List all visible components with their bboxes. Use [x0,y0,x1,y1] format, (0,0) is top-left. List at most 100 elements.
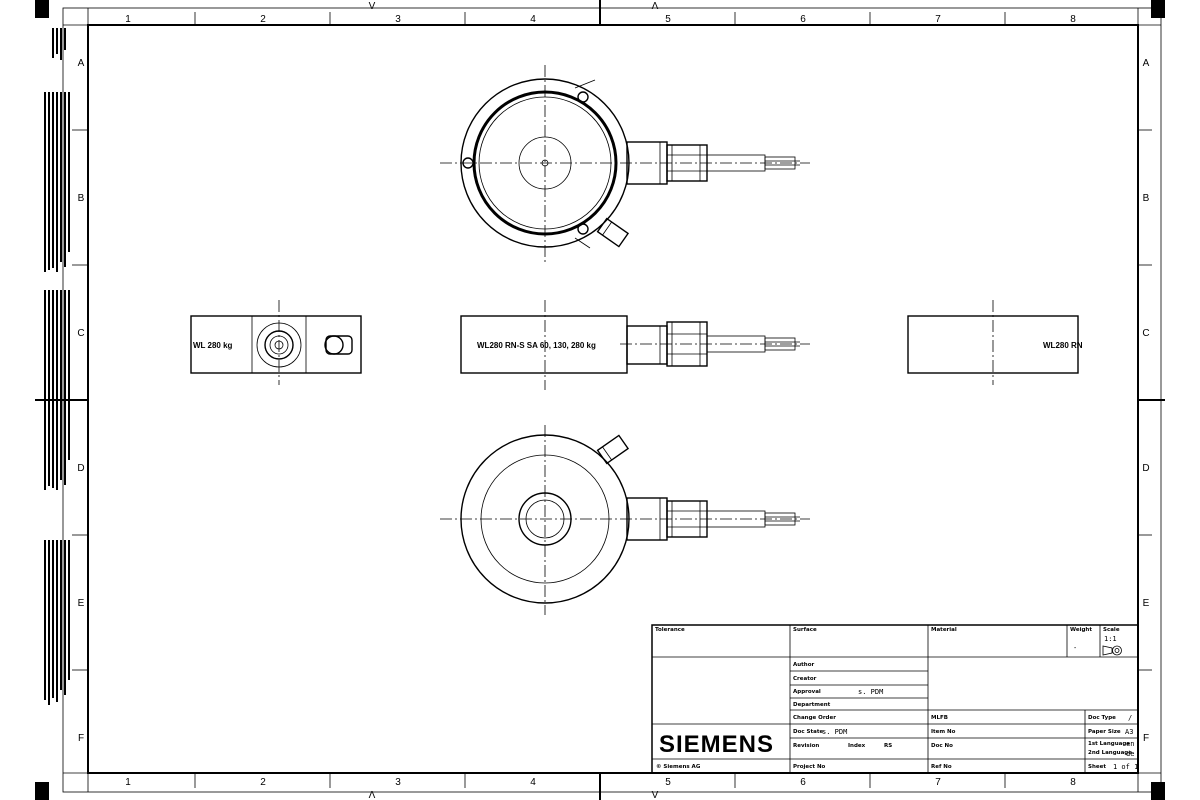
lang1-value: en [1126,740,1134,748]
col-number-top: 8 [1070,14,1076,25]
item-no-label: Item No [931,729,956,735]
scale-value: 1:1 [1104,635,1117,643]
row-letter-left: B [78,193,85,204]
top-view-bolt-left [462,157,474,169]
front-view-engraving: WL280 RN-S SA 60, 130, 280 kg [477,341,596,350]
doc-no-label: Doc No [931,743,953,749]
title-block [651,624,1139,774]
mlfb-label: MLFB [931,715,948,721]
col-number-top: 6 [800,14,806,25]
front-view: WL280 RN-S SA 60, 130, 280 kg [460,300,810,390]
paper-size-value: A3 [1125,728,1133,736]
center-letter-bottom-left: Λ [369,790,376,800]
col-number-top: 4 [530,14,536,25]
top-view-cable-wires [764,156,796,170]
approval-value: s. PDM [858,688,883,696]
doc-state-value: s. PDM [822,728,847,736]
sheet-value: 1 of 1 [1113,763,1138,771]
doc-state-label: Doc State [793,729,823,735]
col-number-top: 1 [125,14,131,25]
row-letter-right: D [1142,463,1149,474]
corner-mark-tl [35,0,49,18]
row-letter-right: F [1143,733,1149,744]
siemens-logo: SIEMENS [659,731,774,758]
sheet-label: Sheet [1088,764,1106,770]
center-letter-bottom-right: V [652,790,659,800]
col-number-bottom: 7 [935,777,941,788]
project-no-label: Project No [793,764,826,770]
row-letter-left: E [78,598,85,609]
lang2-value: de [1126,750,1134,758]
tolerance-label: Tolerance [655,627,685,633]
row-letter-right: C [1142,328,1149,339]
top-view-side-plug [596,217,630,248]
corner-mark-bl [35,782,49,800]
top-view-groove-inner [478,96,612,230]
top-view-bolt-lower [577,223,589,235]
approval-label: Approval [793,689,821,695]
projection-symbol-icon [1102,645,1122,656]
corner-mark-tr [1151,0,1165,18]
right-view-engraving: WL280 RN [1043,341,1083,350]
row-dividers [72,129,1152,671]
center-letter-top-left: V [369,1,376,12]
department-label: Department [793,702,831,708]
row-letter-left: F [78,733,84,744]
col-number-top: 2 [260,14,266,25]
doc-type-value: / [1128,714,1132,722]
surface-label: Surface [793,627,817,633]
col-number-bottom: 6 [800,777,806,788]
outer-frame [62,7,1162,793]
corner-mark-br [1151,782,1165,800]
col-number-top: 5 [665,14,671,25]
row-letter-left: A [78,58,85,69]
row-letter-left: C [77,328,84,339]
lang2-label: 2nd Language [1088,750,1132,756]
index-label: Index [848,743,866,749]
scale-label: Scale [1103,627,1120,633]
material-label: Material [931,627,957,633]
left-side-view: WL 280 kg [190,300,362,385]
legal-notice-strip [44,28,70,705]
lang1-label: 1st Language [1088,741,1130,747]
creator-label: Creator [793,676,817,682]
author-label: Author [793,662,814,668]
col-number-bottom: 8 [1070,777,1076,788]
row-letter-right: A [1143,58,1150,69]
row-letter-left: D [77,463,84,474]
left-view-engraving: WL 280 kg [193,341,233,350]
bottom-view-bore-outer [518,492,572,546]
bottom-view-outer-ring [460,434,630,604]
row-letter-right: B [1143,193,1150,204]
copyright: © Siemens AG [656,764,701,770]
top-view-outer-ring [460,78,630,248]
bottom-view-inner-ring [480,454,610,584]
center-letter-top-right: Λ [652,1,659,12]
top-view-center-hole [541,159,549,167]
left-view-plug [325,335,353,355]
doc-type-label: Doc Type [1088,715,1116,721]
change-order-label: Change Order [793,715,836,721]
top-view-groove-outer [472,90,618,236]
top-view [440,65,810,262]
col-number-bottom: 1 [125,777,131,788]
bottom-view [440,425,810,615]
right-side-view: WL280 RN [907,300,1083,385]
drawing-border [87,24,1139,774]
row-letter-right: E [1143,598,1150,609]
col-number-bottom: 3 [395,777,401,788]
weight-label: Weight [1070,627,1092,633]
top-view-boss [518,136,572,190]
weight-value: - [1073,644,1077,652]
ref-no-label: Ref No [931,764,952,770]
top-view-bolt-upper [577,91,589,103]
col-number-bottom: 5 [665,777,671,788]
col-number-bottom: 2 [260,777,266,788]
bottom-view-side-plug [596,434,630,465]
col-number-top: 7 [935,14,941,25]
col-number-top: 3 [395,14,401,25]
revision-label: Revision [793,743,819,749]
bottom-view-bore-inner [525,499,565,539]
col-number-bottom: 4 [530,777,536,788]
